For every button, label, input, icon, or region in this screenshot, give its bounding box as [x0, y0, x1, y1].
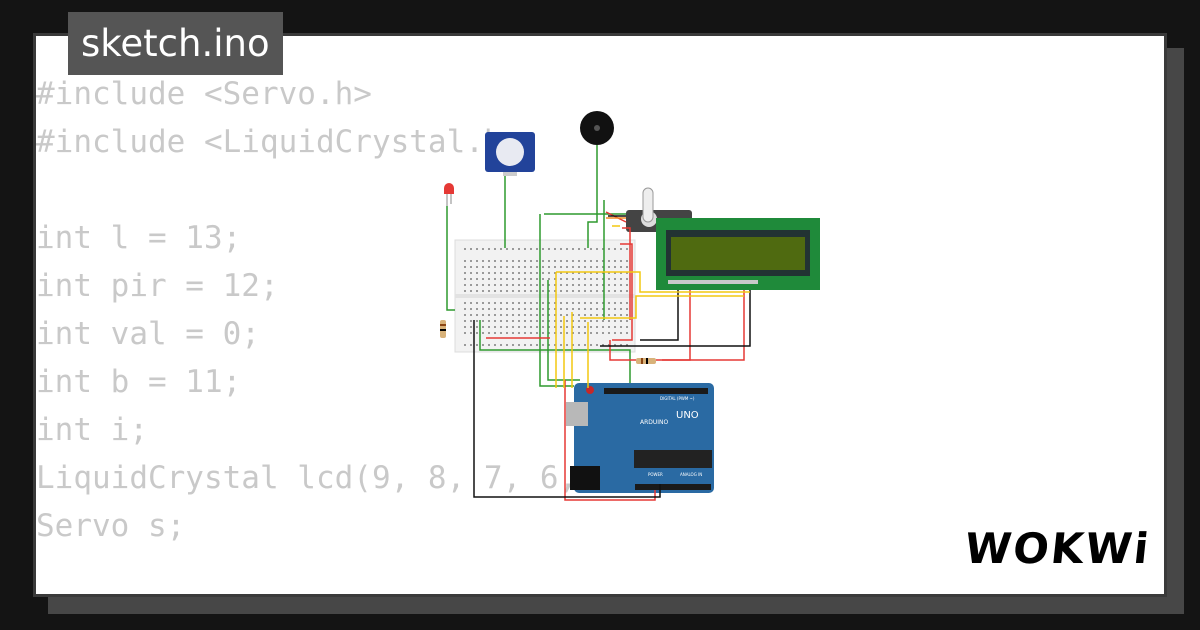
breadboard: [454, 239, 636, 353]
red-led: [444, 183, 454, 206]
pir-sensor: [485, 132, 535, 176]
lcd-display: [656, 218, 820, 290]
code-line: #include <LiquidCrystal.h>: [36, 124, 522, 160]
board-digital-label: DIGITAL (PWM ~): [660, 396, 695, 401]
code-line: int pir = 12;: [36, 268, 279, 304]
code-line: int i;: [36, 412, 148, 448]
file-tab[interactable]: sketch.ino: [68, 12, 283, 75]
code-line: int b = 11;: [36, 364, 242, 400]
code-line: int l = 13;: [36, 220, 242, 256]
resistor: [636, 358, 656, 364]
code-line: Servo s;: [36, 508, 186, 544]
resistor: [440, 320, 446, 338]
buzzer: [580, 111, 614, 145]
board-analog-label: ANALOG IN: [680, 472, 702, 477]
wokwi-logo: WOKWi: [962, 524, 1153, 573]
arduino-uno: UNO ARDUINO DIGITAL (PWM ~) POWER ANALOG…: [566, 383, 714, 493]
wires: [446, 145, 751, 501]
board-brand-label: ARDUINO: [640, 419, 669, 426]
board-power-label: POWER: [648, 472, 663, 477]
code-line: int val = 0;: [36, 316, 260, 352]
code-line: #include <Servo.h>: [36, 76, 372, 112]
board-uno-label: UNO: [676, 410, 699, 421]
